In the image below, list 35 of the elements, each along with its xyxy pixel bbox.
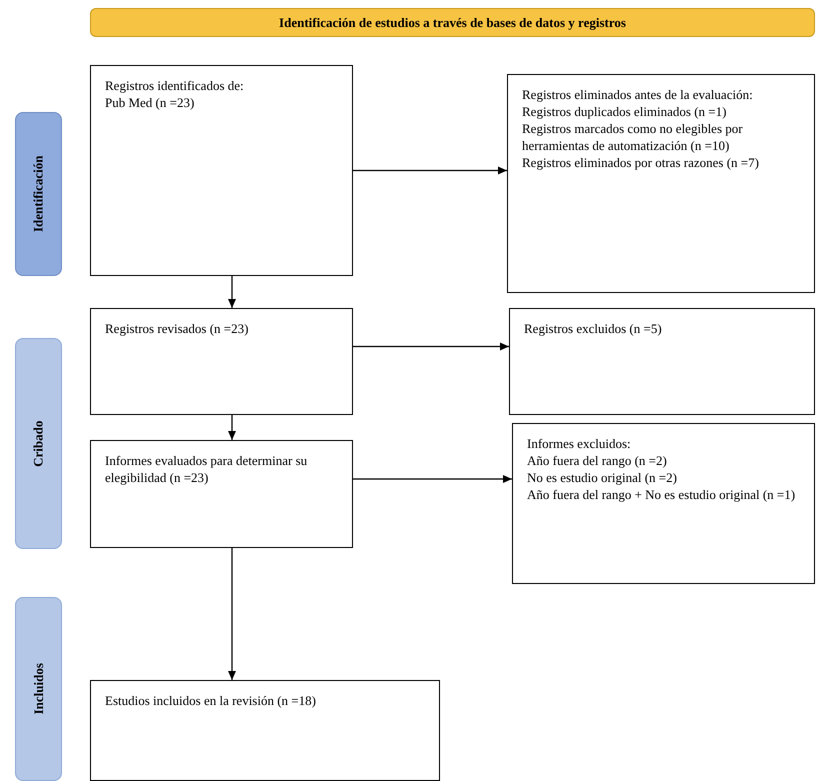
box-text: Registros excluidos (n =5) (524, 321, 663, 338)
stage-band (15, 338, 62, 549)
box-text: Registros revisados (n =23) (105, 321, 250, 338)
arrow (228, 548, 236, 680)
process-box (507, 74, 815, 293)
box-text: Informes excluidos: (527, 436, 632, 453)
stage-label: Identificación (30, 156, 47, 232)
box-text: No es estudio original (n =2) (527, 470, 678, 487)
arrow (353, 475, 512, 483)
header-bar (90, 8, 815, 37)
box-text: Registros eliminados por otras razones (n =7) (522, 154, 760, 172)
arrow (353, 166, 507, 174)
box-text: Informes evaluados para determinar su elegibilidad (n =23) (105, 453, 308, 487)
process-box (90, 65, 353, 276)
process-box (90, 680, 440, 781)
stage-label: Incluidos (30, 663, 47, 715)
process-box (509, 308, 815, 415)
arrow (353, 342, 509, 350)
process-box (90, 308, 353, 415)
arrow (228, 276, 236, 308)
header-title: Identificación de estudios a través de bases de datos y registros (279, 14, 626, 32)
stage-label: Cribado (30, 420, 47, 467)
process-box (90, 440, 353, 548)
process-box (512, 423, 815, 584)
box-text: Estudios incluidos en la revisión (n =18) (105, 693, 317, 710)
box-text: Año fuera del rango + No es estudio original (n =1) (527, 486, 796, 504)
stage-band (15, 597, 62, 781)
box-text: Registros eliminados antes de la evaluación: (522, 87, 754, 104)
box-text: Registros duplicados eliminados (n =1) (522, 104, 728, 121)
box-text: Año fuera del rango (n =2) (527, 452, 668, 470)
box-text: Pub Med (n =23) (105, 94, 196, 112)
box-text: Registros identificados de: (105, 78, 245, 95)
arrow (228, 415, 236, 440)
box-text: Registros marcados como no elegibles por herramientas de automatización (n =10) (522, 120, 744, 155)
stage-band (15, 112, 62, 276)
